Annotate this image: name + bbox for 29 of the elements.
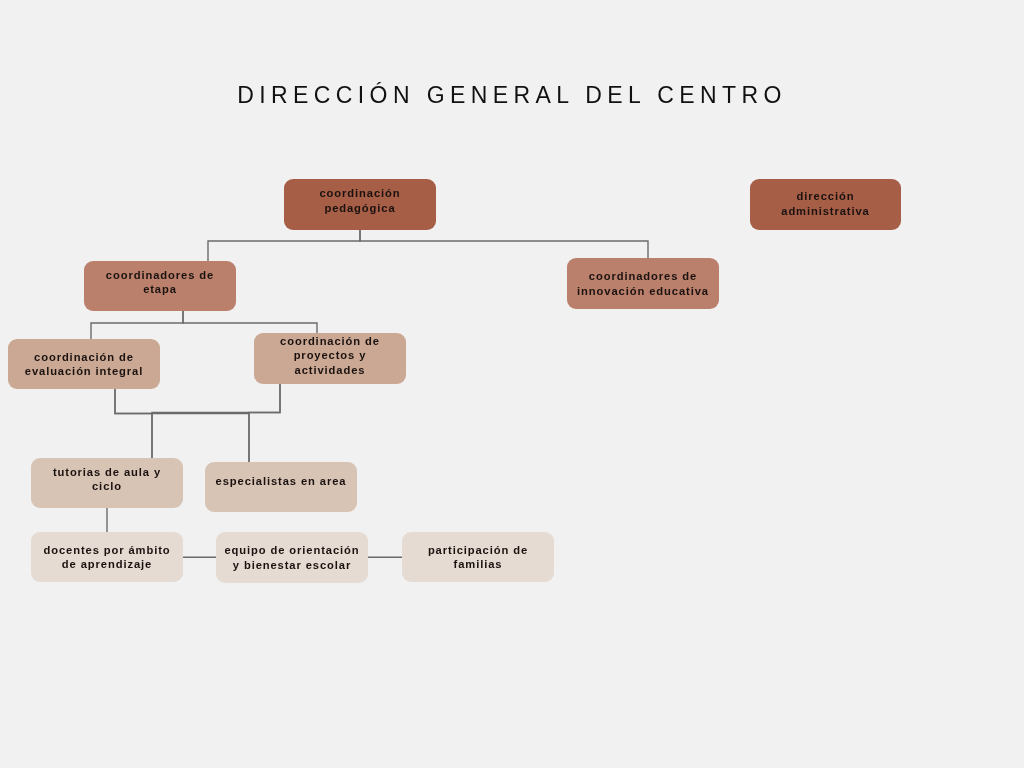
role-box xyxy=(567,258,719,309)
role-box xyxy=(216,532,368,583)
role-box xyxy=(254,333,406,384)
role-box xyxy=(750,179,901,230)
role-label: especialistas en area xyxy=(215,473,347,489)
role-label: coordinación de proyectos y actividades xyxy=(279,333,381,378)
role-box xyxy=(8,339,160,389)
role-label: coordinadores de innovación educativa xyxy=(576,269,710,298)
role-label: participación de familias xyxy=(426,542,530,572)
connector-line xyxy=(106,507,108,533)
role-label: coordinadores de etapa xyxy=(104,267,216,297)
connector-line xyxy=(182,310,318,334)
role-box xyxy=(284,179,436,230)
role-label: dirección administrativa xyxy=(780,189,871,218)
role-label: coordinación pedagógica xyxy=(318,186,402,215)
diagram-title: DIRECCIÓN GENERAL DEL CENTRO xyxy=(237,82,787,108)
role-box xyxy=(205,462,357,512)
role-label: tutorias de aula y ciclo xyxy=(51,464,163,494)
role-label: docentes por ámbito de aprendizaje xyxy=(42,542,172,572)
role-label: coordinación de evaluación integral xyxy=(23,349,145,379)
connector-line xyxy=(359,229,649,259)
connector-line xyxy=(248,383,281,463)
role-box xyxy=(31,532,183,582)
role-label: equipo de orientación y bienestar escolar xyxy=(223,543,361,572)
connector-line xyxy=(182,556,217,558)
connector-line xyxy=(367,556,403,558)
role-box xyxy=(84,261,236,311)
role-box xyxy=(31,458,183,508)
role-box xyxy=(402,532,554,582)
